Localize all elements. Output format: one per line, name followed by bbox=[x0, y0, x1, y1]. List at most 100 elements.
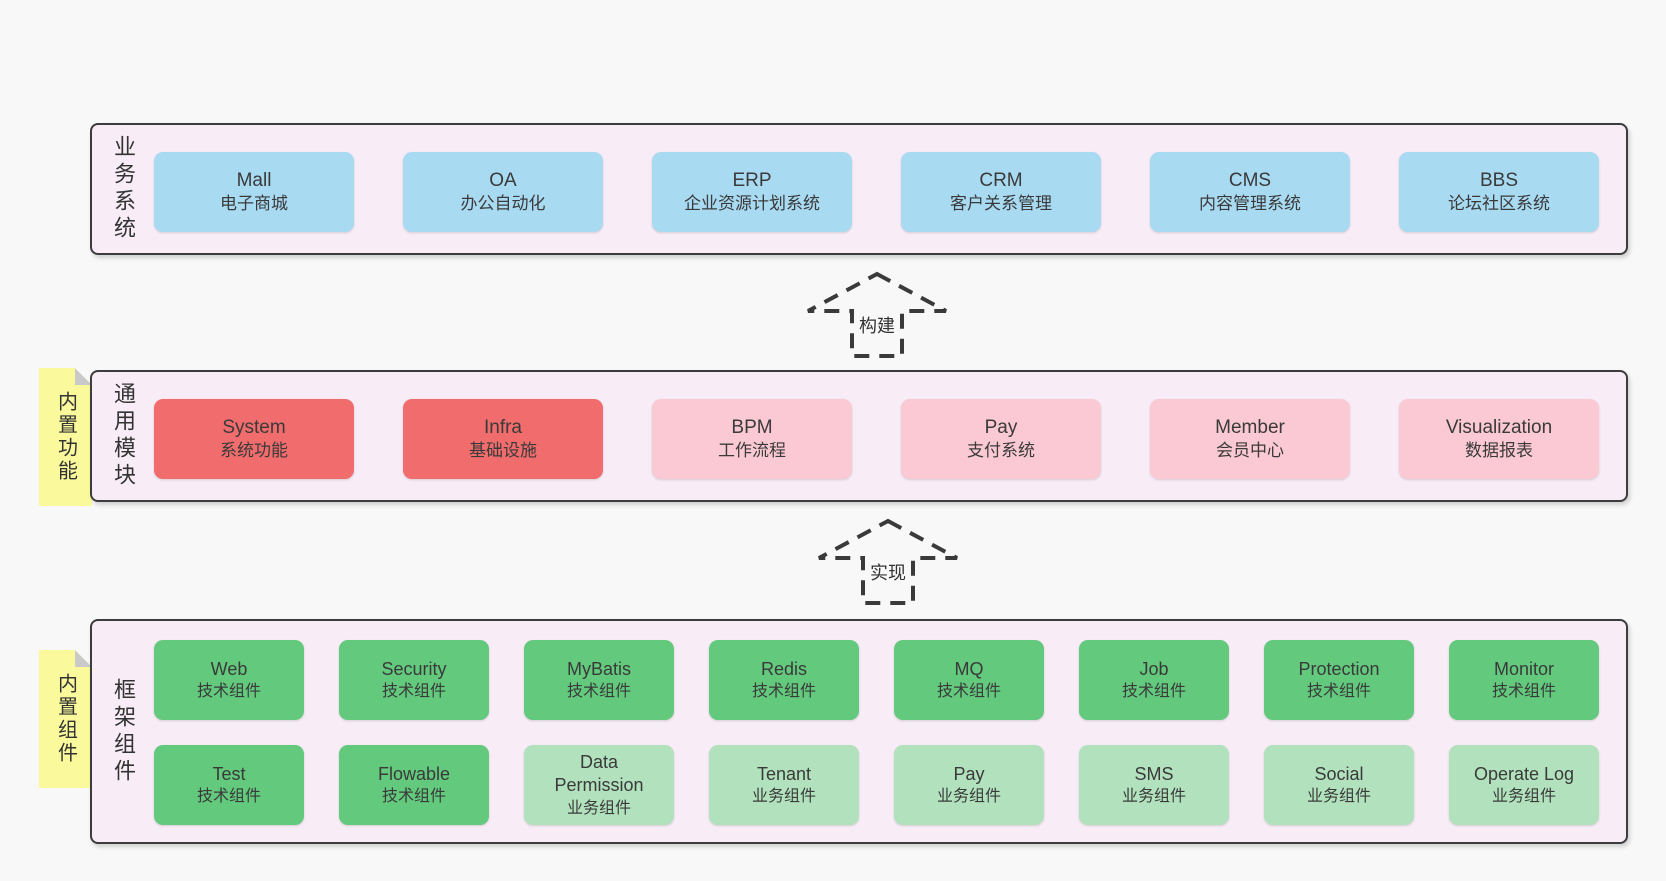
component-box-web: Web 技术组件 bbox=[154, 640, 304, 720]
box-subtitle: 技术组件 bbox=[381, 788, 446, 806]
component-box-protection: Protection 技术组件 bbox=[1264, 640, 1414, 720]
component-box-security: Security 技术组件 bbox=[339, 640, 489, 720]
component-box-social: Social 业务组件 bbox=[1264, 745, 1414, 825]
box-name: BPM bbox=[731, 417, 773, 439]
component-box-mq: MQ 技术组件 bbox=[894, 640, 1044, 720]
system-box-mall: Mall 电子商城 bbox=[154, 152, 354, 232]
band-business-systems: 业务系统 Mall 电子商城 OA 办公自动化 ERP 企业资源计划系统 CRM… bbox=[90, 123, 1628, 255]
system-box-crm: CRM 客户关系管理 bbox=[901, 152, 1101, 232]
business-systems-row: Mall 电子商城 OA 办公自动化 ERP 企业资源计划系统 CRM 客户关系… bbox=[154, 152, 1599, 232]
box-name: Protection bbox=[1298, 658, 1380, 679]
band-label-common-modules: 通用模块 bbox=[100, 372, 146, 500]
box-name: Tenant bbox=[756, 763, 812, 784]
box-name: Visualization bbox=[1445, 417, 1553, 439]
component-box-monitor: Monitor 技术组件 bbox=[1449, 640, 1599, 720]
box-subtitle: 办公自动化 bbox=[460, 194, 546, 214]
box-subtitle: 业务组件 bbox=[566, 800, 631, 818]
box-name: Mall bbox=[236, 170, 272, 192]
box-subtitle: 技术组件 bbox=[381, 683, 446, 701]
box-subtitle: 数据报表 bbox=[1465, 441, 1533, 461]
box-name: Redis bbox=[760, 658, 808, 679]
component-box-job: Job 技术组件 bbox=[1079, 640, 1229, 720]
band-common-modules: 通用模块 System 系统功能 Infra 基础设施 BPM 工作流程 Pay… bbox=[90, 370, 1628, 502]
component-box-operate-log: Operate Log 业务组件 bbox=[1449, 745, 1599, 825]
box-subtitle: 电子商城 bbox=[220, 194, 288, 214]
box-subtitle: 会员中心 bbox=[1216, 441, 1284, 461]
box-subtitle: 技术组件 bbox=[936, 683, 1001, 701]
box-name: Flowable bbox=[377, 763, 451, 784]
box-subtitle: 技术组件 bbox=[751, 683, 816, 701]
sticky-label: 内置组件 bbox=[54, 673, 77, 765]
box-name: SMS bbox=[1134, 763, 1174, 784]
band-label-business-systems: 业务系统 bbox=[100, 125, 146, 253]
system-box-oa: OA 办公自动化 bbox=[403, 152, 603, 232]
box-subtitle: 内容管理系统 bbox=[1199, 194, 1301, 214]
component-box-pay: Pay 业务组件 bbox=[894, 745, 1044, 825]
box-name: OA bbox=[489, 170, 517, 192]
box-name: Operate Log bbox=[1473, 763, 1575, 784]
box-name: Infra bbox=[483, 417, 523, 439]
box-subtitle: 技术组件 bbox=[566, 683, 631, 701]
framework-components-row-1: Web 技术组件 Security 技术组件 MyBatis 技术组件 Redi… bbox=[154, 640, 1599, 720]
box-subtitle: 业务组件 bbox=[1306, 788, 1371, 806]
box-subtitle: 业务组件 bbox=[751, 788, 816, 806]
component-box-test: Test 技术组件 bbox=[154, 745, 304, 825]
dashed-up-arrow-icon bbox=[807, 271, 947, 358]
box-subtitle: 技术组件 bbox=[196, 788, 261, 806]
box-subtitle: 技术组件 bbox=[1306, 683, 1371, 701]
component-box-flowable: Flowable 技术组件 bbox=[339, 745, 489, 825]
box-name: CMS bbox=[1228, 170, 1272, 192]
component-box-redis: Redis 技术组件 bbox=[709, 640, 859, 720]
box-name: MyBatis bbox=[566, 658, 631, 679]
arrow-build-label: 构建 bbox=[856, 312, 898, 338]
framework-components-row-2: Test 技术组件 Flowable 技术组件 Data Permission … bbox=[154, 745, 1599, 825]
component-box-tenant: Tenant 业务组件 bbox=[709, 745, 859, 825]
arrow-implement-label: 实现 bbox=[867, 559, 909, 585]
system-box-cms: CMS 内容管理系统 bbox=[1150, 152, 1350, 232]
module-box-system: System 系统功能 bbox=[154, 399, 354, 479]
band-label-text: 业务系统 bbox=[111, 135, 136, 243]
module-box-infra: Infra 基础设施 bbox=[403, 399, 603, 479]
dashed-up-arrow-icon bbox=[818, 518, 958, 605]
band-framework-components: 框架组件 Web 技术组件 Security 技术组件 MyBatis 技术组件… bbox=[90, 619, 1628, 844]
box-subtitle: 系统功能 bbox=[220, 441, 288, 461]
box-name: MQ bbox=[954, 658, 984, 679]
band-label-framework-components: 框架组件 bbox=[100, 621, 146, 842]
box-name: Pay bbox=[953, 763, 985, 784]
box-name: CRM bbox=[979, 170, 1023, 192]
box-name: System bbox=[222, 417, 286, 439]
box-name: Monitor bbox=[1493, 658, 1555, 679]
module-box-pay: Pay 支付系统 bbox=[901, 399, 1101, 479]
box-subtitle: 业务组件 bbox=[936, 788, 1001, 806]
box-subtitle: 客户关系管理 bbox=[950, 194, 1052, 214]
band-label-text: 框架组件 bbox=[111, 677, 136, 786]
box-subtitle: 技术组件 bbox=[196, 683, 261, 701]
box-name: Data Permission bbox=[554, 751, 644, 796]
band-label-text: 通用模块 bbox=[111, 382, 136, 490]
box-name: Web bbox=[210, 658, 248, 679]
component-box-mybatis: MyBatis 技术组件 bbox=[524, 640, 674, 720]
box-subtitle: 业务组件 bbox=[1121, 788, 1186, 806]
arrow-implement: 实现 bbox=[816, 518, 960, 606]
module-box-bpm: BPM 工作流程 bbox=[652, 399, 852, 479]
box-subtitle: 支付系统 bbox=[967, 441, 1035, 461]
box-subtitle: 基础设施 bbox=[469, 441, 537, 461]
box-subtitle: 业务组件 bbox=[1491, 788, 1556, 806]
module-box-member: Member 会员中心 bbox=[1150, 399, 1350, 479]
component-box-data-permission: Data Permission 业务组件 bbox=[524, 745, 674, 825]
system-box-erp: ERP 企业资源计划系统 bbox=[652, 152, 852, 232]
box-name: Security bbox=[381, 658, 447, 679]
box-name: ERP bbox=[732, 170, 772, 192]
module-box-visualization: Visualization 数据报表 bbox=[1399, 399, 1599, 479]
box-name: Job bbox=[1139, 658, 1169, 679]
box-name: BBS bbox=[1479, 170, 1519, 192]
box-name: Member bbox=[1215, 417, 1285, 439]
box-name: Test bbox=[212, 763, 246, 784]
sticky-label: 内置功能 bbox=[54, 391, 77, 483]
system-box-bbs: BBS 论坛社区系统 bbox=[1399, 152, 1599, 232]
box-name: Pay bbox=[984, 417, 1018, 439]
box-subtitle: 技术组件 bbox=[1491, 683, 1556, 701]
component-box-sms: SMS 业务组件 bbox=[1079, 745, 1229, 825]
box-subtitle: 企业资源计划系统 bbox=[684, 194, 820, 214]
common-modules-row: System 系统功能 Infra 基础设施 BPM 工作流程 Pay 支付系统… bbox=[154, 399, 1599, 479]
